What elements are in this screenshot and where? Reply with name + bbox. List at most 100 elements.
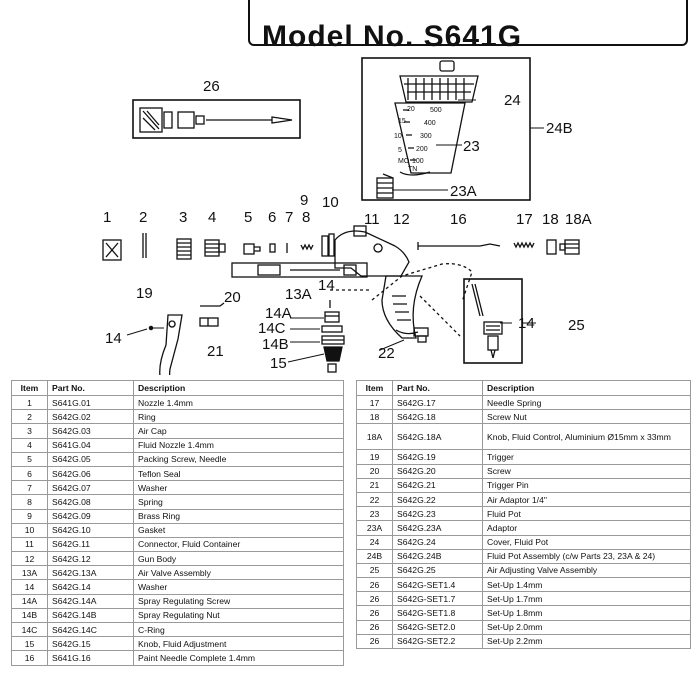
cell-description: Fluid Pot [482,506,691,522]
cell-description: Trigger Pin [482,477,691,493]
cell-description: Spray Regulating Screw [133,593,344,609]
cell-description: Air Adaptor 1/4" [482,491,691,508]
cell-description: Needle Spring [482,394,691,411]
cell-item: 24B [356,548,393,564]
cell-part-no: S642G-SET2.0 [392,619,483,635]
cell-part-no: S641G.16 [47,650,134,666]
cell-item: 16 [11,650,48,666]
callout-24: 24 [504,92,521,109]
cell-part-no: S642G.24 [392,534,483,550]
cell-item: 9 [11,508,48,524]
pot-scale-right-400: 400 [424,120,436,127]
cell-item: 24 [356,534,393,550]
cell-part-no: S642G-SET2.2 [392,633,483,650]
callout-16: 16 [450,211,467,228]
cell-item: 11 [11,536,48,553]
cell-part-no: S642G.14 [47,579,134,595]
callout-17: 17 [516,211,533,228]
pot-scale-right-100: 100 [412,158,424,165]
table-header-row: Item Part No. Description [356,380,691,396]
cell-description: Washer [133,480,344,496]
part-24b-fluid-pot-assembly [361,57,531,201]
cell-description: Knob, Fluid Adjustment [133,636,344,652]
pot-scale-left-10: 10 [394,133,402,140]
callout-5: 5 [244,209,252,226]
cell-item: 26 [356,619,393,635]
cell-description: Connector, Fluid Container [133,536,344,553]
callout-19: 19 [136,285,153,302]
pot-scale-right-tn: TN [408,166,417,173]
callout-22: 22 [378,345,395,362]
cell-item: 6 [11,465,48,482]
cell-item: 13A [11,565,48,581]
callout-18a: 18A [565,211,592,228]
cell-description: Washer [133,579,344,595]
cell-part-no: S642G-SET1.8 [392,605,483,621]
callout-13a: 13A [285,286,312,303]
part-20-21-screw-pin [199,302,225,327]
cell-item: 14B [11,607,48,624]
callout-14-top: 14 [318,277,335,294]
callout-2: 2 [139,209,147,226]
callout-15: 15 [270,355,287,372]
cell-part-no: S641G.04 [47,437,134,453]
cell-description: Gun Body [133,551,344,567]
cell-item: 25 [356,562,393,579]
cell-part-no: S642G.13A [47,565,134,581]
cell-item: 4 [11,437,48,453]
cell-item: 14 [11,579,48,595]
cell-part-no: S642G.23A [392,520,483,536]
cell-item: 22 [356,491,393,508]
cell-part-no: S641G.01 [47,394,134,411]
part-12-gun-body [330,225,473,339]
cell-description: Set-Up 2.0mm [482,619,691,635]
cell-description: Spray Regulating Nut [133,607,344,624]
part-17-needle-spring [513,241,535,249]
cell-part-no: S642G.22 [392,491,483,508]
cell-item: 14A [11,593,48,609]
cell-item: 14C [11,621,48,638]
callout-7: 7 [285,209,293,226]
callout-26: 26 [203,78,220,95]
callout-9: 9 [300,192,308,209]
cell-item: 5 [11,451,48,467]
callout-14b: 14B [262,336,289,353]
cell-item: 7 [11,480,48,496]
cell-item: 19 [356,449,393,465]
callout-14-left: 14 [105,330,122,347]
cell-part-no: S642G.10 [47,522,134,538]
header-part-no: Part No. [392,380,483,396]
part-25-air-valve-inset [463,278,523,364]
pot-scale-right-200: 200 [416,146,428,153]
header-item: Item [11,380,48,396]
header-item: Item [356,380,393,396]
cell-description: Set-Up 1.4mm [482,577,691,593]
cell-part-no: S642G.07 [47,480,134,496]
callout-14a: 14A [265,305,292,322]
cell-item: 23A [356,520,393,536]
callout-23: 23 [463,138,480,155]
cell-description: Set-Up 1.7mm [482,591,691,607]
spray-regulator-stack [321,300,345,373]
cell-item: 18 [356,409,393,425]
cell-item: 23 [356,506,393,522]
cell-description: Air Adjusting Valve Assembly [482,562,691,579]
part-18a-knob [559,239,580,255]
cell-part-no: S642G.08 [47,494,134,510]
callout-23a: 23A [450,183,477,200]
cell-part-no: S642G.25 [392,562,483,579]
callout-14-inset: 14 [518,315,535,332]
